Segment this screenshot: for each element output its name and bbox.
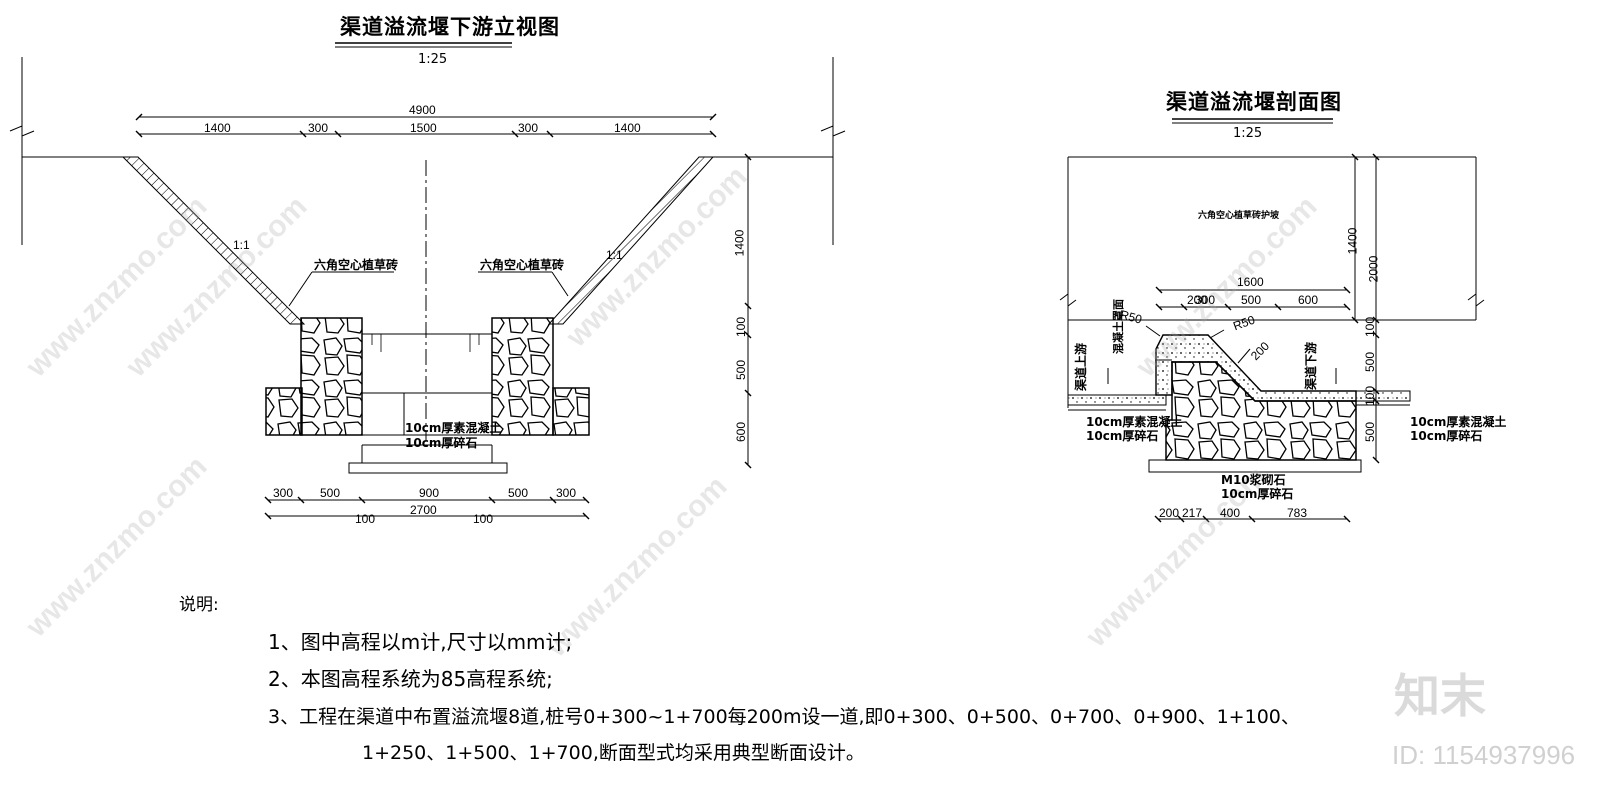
dim-total-bottom: 2700 — [410, 503, 437, 517]
slope-protection-label: 六角空心植草砖护坡 — [1198, 211, 1280, 221]
dim-bottom-2: 500 — [320, 486, 341, 500]
dim-top-3: 1500 — [410, 121, 437, 135]
upstream-label: 渠道上游 — [1074, 342, 1088, 391]
section-dim-bottom-3: 400 — [1220, 506, 1241, 520]
section-dim-bottom-1: 200 — [1159, 506, 1180, 520]
dim-top-1: 1400 — [204, 121, 231, 135]
dim-mid-3: 500 — [1241, 293, 1262, 307]
right-layer-concrete: 10cm厚素混凝土 — [1410, 415, 1507, 429]
brand-watermark: 知末 — [1394, 669, 1486, 723]
layer-concrete: 10cm厚素混凝土 — [405, 421, 502, 435]
id-watermark: ID: 1154937996 — [1392, 740, 1576, 770]
elevation-scale: 1:25 — [418, 52, 448, 67]
dim-top-2: 300 — [308, 121, 329, 135]
right-layer-gravel: 10cm厚碎石 — [1410, 429, 1483, 443]
bottom-gravel-label: 10cm厚碎石 — [1221, 487, 1294, 501]
section-dim-right-1: 2000 — [1366, 255, 1381, 283]
section-dim-right-2: 1400 — [1345, 227, 1360, 255]
downstream-label: 渠道下游 — [1304, 341, 1318, 390]
brick-label-right: 六角空心植草砖 — [480, 258, 565, 272]
section-dim-bottom-4: 783 — [1287, 506, 1308, 520]
section-dim-right-3: 100 — [1363, 316, 1378, 338]
dim-bottom-3: 900 — [419, 486, 440, 500]
layer-gravel: 10cm厚碎石 — [405, 436, 478, 450]
section-dim-right-4: 500 — [1363, 351, 1378, 373]
notes-heading: 说明: — [179, 595, 219, 615]
dim-mid-1: 200 — [1187, 293, 1208, 307]
dim-bottom-5: 300 — [556, 486, 577, 500]
cover-label: 混凝土罩面 — [1112, 299, 1125, 354]
left-layer-concrete: 10cm厚素混凝土 — [1086, 415, 1183, 429]
note-item-1: 1、图中高程以m计,尺寸以mm计; — [268, 630, 573, 654]
elevation-view — [9, 42, 846, 520]
masonry-label: M10浆砌石 — [1221, 473, 1286, 487]
dim-mid-2: 300 — [1195, 293, 1216, 307]
dim-right-3: 500 — [734, 359, 749, 381]
dim-bottom-1: 300 — [273, 486, 294, 500]
dim-right-4: 600 — [734, 421, 749, 443]
dim-mid-4: 600 — [1298, 293, 1319, 307]
note-item-2: 2、本图高程系统为85高程系统; — [268, 667, 553, 691]
section-dim-bottom-2: 217 — [1182, 506, 1203, 520]
slope-right: 1:1 — [606, 248, 623, 262]
dim-1600: 1600 — [1237, 275, 1264, 289]
section-dim-right-5: 100 — [1363, 385, 1378, 407]
section-view — [1059, 118, 1485, 523]
section-title: 渠道溢流堰剖面图 — [1166, 89, 1342, 114]
dim-total-top: 4900 — [409, 103, 436, 117]
dim-bottom-4: 500 — [508, 486, 529, 500]
dim-top-4: 300 — [518, 121, 539, 135]
section-scale: 1:25 — [1233, 126, 1263, 141]
brick-label-left: 六角空心植草砖 — [314, 258, 399, 272]
slope-left: 1:1 — [233, 238, 250, 252]
dim-right-2: 100 — [734, 316, 749, 338]
dim-bottom-small-1: 100 — [355, 512, 376, 526]
elevation-title: 渠道溢流堰下游立视图 — [340, 14, 560, 39]
dim-bottom-small-2: 100 — [473, 512, 494, 526]
dim-top-5: 1400 — [614, 121, 641, 135]
left-layer-gravel: 10cm厚碎石 — [1086, 429, 1159, 443]
note-item-4: 1+250、1+500、1+700,断面型式均采用典型断面设计。 — [362, 742, 865, 764]
note-item-3: 3、工程在渠道中布置溢流堰8道,桩号0+300~1+700每200m设一道,即0… — [268, 706, 1300, 728]
section-dim-right-6: 500 — [1363, 421, 1378, 443]
dim-right-1: 1400 — [732, 229, 747, 257]
